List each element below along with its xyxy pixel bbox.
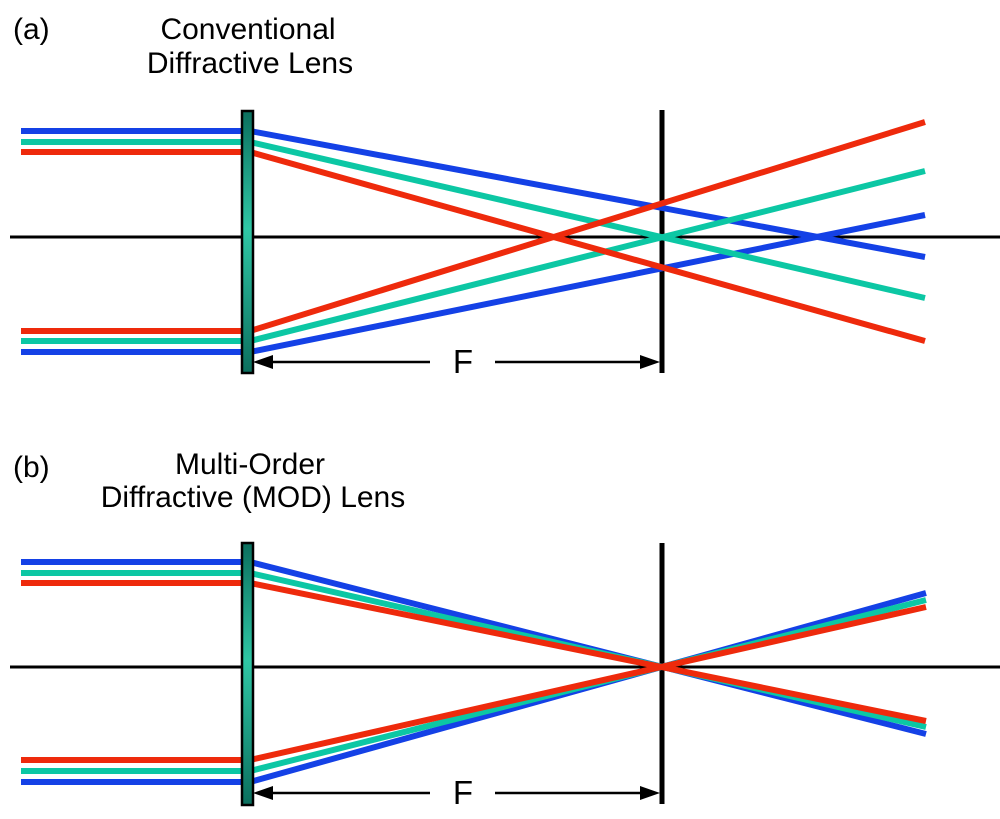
panel-conventional-diffractive-lens: (a) Conventional Diffractive Lens F: [10, 13, 1000, 380]
diffractive-lens: [240, 109, 255, 375]
panel-b-focal-length-label: F: [453, 774, 473, 811]
arrowhead-right-icon: [640, 355, 660, 369]
panel-a-title-line2: Diffractive Lens: [147, 47, 353, 80]
arrowhead-right-icon: [640, 786, 660, 800]
panel-b-title-line1: Multi-Order: [175, 448, 325, 481]
panel-a-drawing: [10, 109, 1000, 375]
panel-b-title-line2: Diffractive (MOD) Lens: [101, 481, 406, 514]
panel-a-label: (a): [13, 13, 50, 46]
panel-a-title-line1: Conventional: [160, 13, 335, 46]
panel-b-drawing: [10, 541, 1000, 807]
panel-multi-order-diffractive-lens: (b) Multi-Order Diffractive (MOD) Lens F: [10, 448, 1000, 811]
panel-b-label: (b): [13, 451, 50, 484]
red-light-ray: [21, 149, 926, 344]
arrowhead-left-icon: [253, 786, 273, 800]
arrowhead-left-icon: [253, 355, 273, 369]
diffractive-lens: [240, 541, 255, 807]
panel-a-focal-length-label: F: [453, 343, 473, 380]
green-light-ray: [21, 570, 927, 730]
